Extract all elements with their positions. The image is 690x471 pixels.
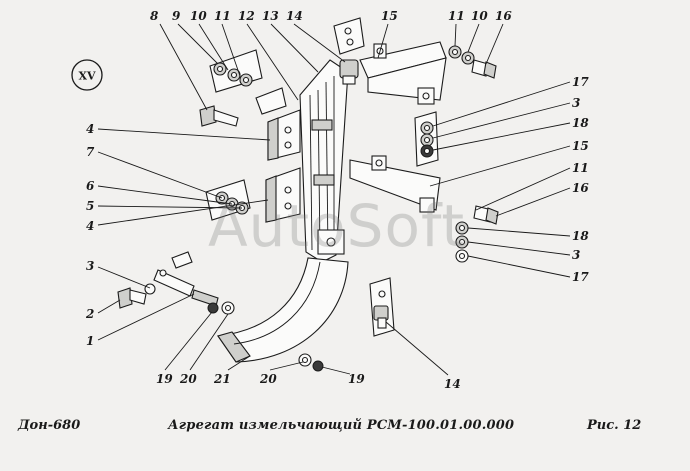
callout-label: 14 [286,9,303,23]
upper-left-plates [209,49,287,115]
callout-label: 19 [348,372,365,386]
callout-label: 15 [572,139,589,153]
callout-label: 3 [572,96,580,110]
view-marker: XV [71,59,103,91]
callout-label: 19 [156,372,173,386]
callout-label: 2 [85,307,94,321]
lower-left-nut-washer [207,301,235,315]
callout-label: 16 [495,9,512,23]
top-clip-plate [333,17,365,85]
callout-label: 1 [86,334,94,348]
callout-label: 11 [214,9,231,23]
callout-label: 14 [444,377,461,391]
left-upper-bracket [267,109,301,161]
top-right-bracket [359,41,447,105]
callout-label: 4 [86,219,94,233]
central-beam [299,59,349,263]
bolt-8 [199,105,239,127]
callout-label: 11 [448,9,465,23]
callout-label: 4 [86,122,94,136]
callout-label: 10 [190,9,207,23]
footer-assembly-title: Агрегат измельчающий РСМ-100.01.00.000 [168,418,515,433]
watermark-text: AutoSoft [208,192,466,260]
footer-model: Дон-680 [18,418,81,433]
callout-label: 3 [86,259,94,273]
callout-label: 18 [572,229,589,243]
callout-label: 17 [572,270,589,284]
leader-lines [97,23,571,376]
right-mid-bracket [349,155,441,213]
curved-knife [217,257,349,363]
callout-label: 7 [86,145,95,159]
lower-left-bolt-assembly [117,251,219,309]
callout-label: 15 [381,9,398,23]
callout-label: 21 [213,372,231,386]
bottom-nut-washer [298,353,324,372]
callout-label: 8 [150,9,159,23]
callout-label: 18 [572,116,589,130]
left-lower-bracket [265,167,301,223]
callout-label: 11 [572,161,589,175]
callout-label: 16 [572,181,589,195]
footer-figure-number: Рис. 12 [587,418,642,433]
view-label: XV [78,70,96,83]
callout-label: 6 [86,179,95,193]
callout-label: 5 [86,199,94,213]
callout-label: 12 [238,9,255,23]
callout-numbers: 8 9 10 11 12 13 14 15 11 10 16 4 7 6 5 4… [85,9,589,391]
callout-label: 3 [572,248,580,262]
upper-right-fasteners [448,45,497,79]
callout-label: 9 [172,9,181,23]
right-mid-washer-stack [414,111,439,167]
callout-label: 13 [262,9,279,23]
callout-label: 20 [179,372,197,386]
callout-label: 10 [471,9,488,23]
callout-label: 17 [572,75,589,89]
lower-right-clip [369,277,395,337]
callout-label: 20 [259,372,277,386]
